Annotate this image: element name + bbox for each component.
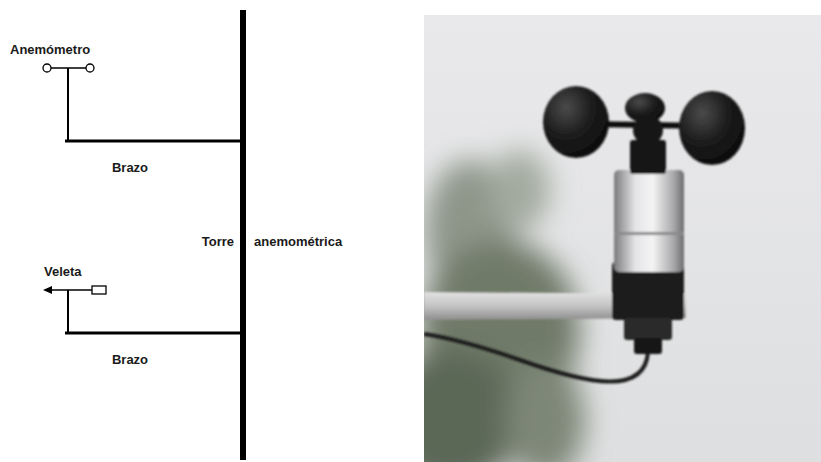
symbol-stem: [67, 68, 69, 141]
left-cup: [543, 86, 609, 158]
symbol-cup: [43, 64, 51, 72]
vane-arrowhead: [43, 286, 52, 294]
arm-line: [65, 140, 243, 143]
symbol-stem: [67, 290, 69, 333]
label-box: anemométrica: [254, 232, 342, 250]
label-box: Brazo: [112, 350, 148, 368]
anemometer-photo: [424, 86, 745, 382]
part-label: Brazo: [112, 352, 148, 367]
photo: [424, 15, 821, 462]
schematic: [43, 10, 243, 460]
vane-shaft: [50, 289, 92, 291]
silver-body: [614, 170, 684, 272]
tower-line: [240, 10, 246, 460]
right-cup: [679, 91, 745, 165]
part-label: Veleta: [44, 264, 82, 279]
cable: [424, 334, 648, 382]
rotor-hub: [633, 115, 663, 145]
tree-blob: [490, 150, 550, 230]
anemometer-symbol: [43, 64, 94, 141]
label-box: Anemómetro: [10, 40, 90, 58]
part-label: Brazo: [112, 160, 148, 175]
label-box: Torre: [202, 232, 234, 250]
part-label: Anemómetro: [10, 42, 90, 57]
connector: [624, 318, 672, 340]
cable-gland: [634, 338, 662, 354]
neck: [630, 140, 666, 174]
part-label: anemométrica: [254, 234, 342, 249]
tree-blob: [424, 350, 520, 462]
label-box: Brazo: [112, 158, 148, 176]
body-seam: [614, 232, 684, 235]
vane-tail: [92, 286, 106, 294]
part-label: Torre: [202, 234, 234, 249]
label-box: Veleta: [44, 262, 82, 280]
vane-symbol: [43, 286, 106, 333]
arm-line: [65, 332, 243, 335]
symbol-cup: [86, 64, 94, 72]
